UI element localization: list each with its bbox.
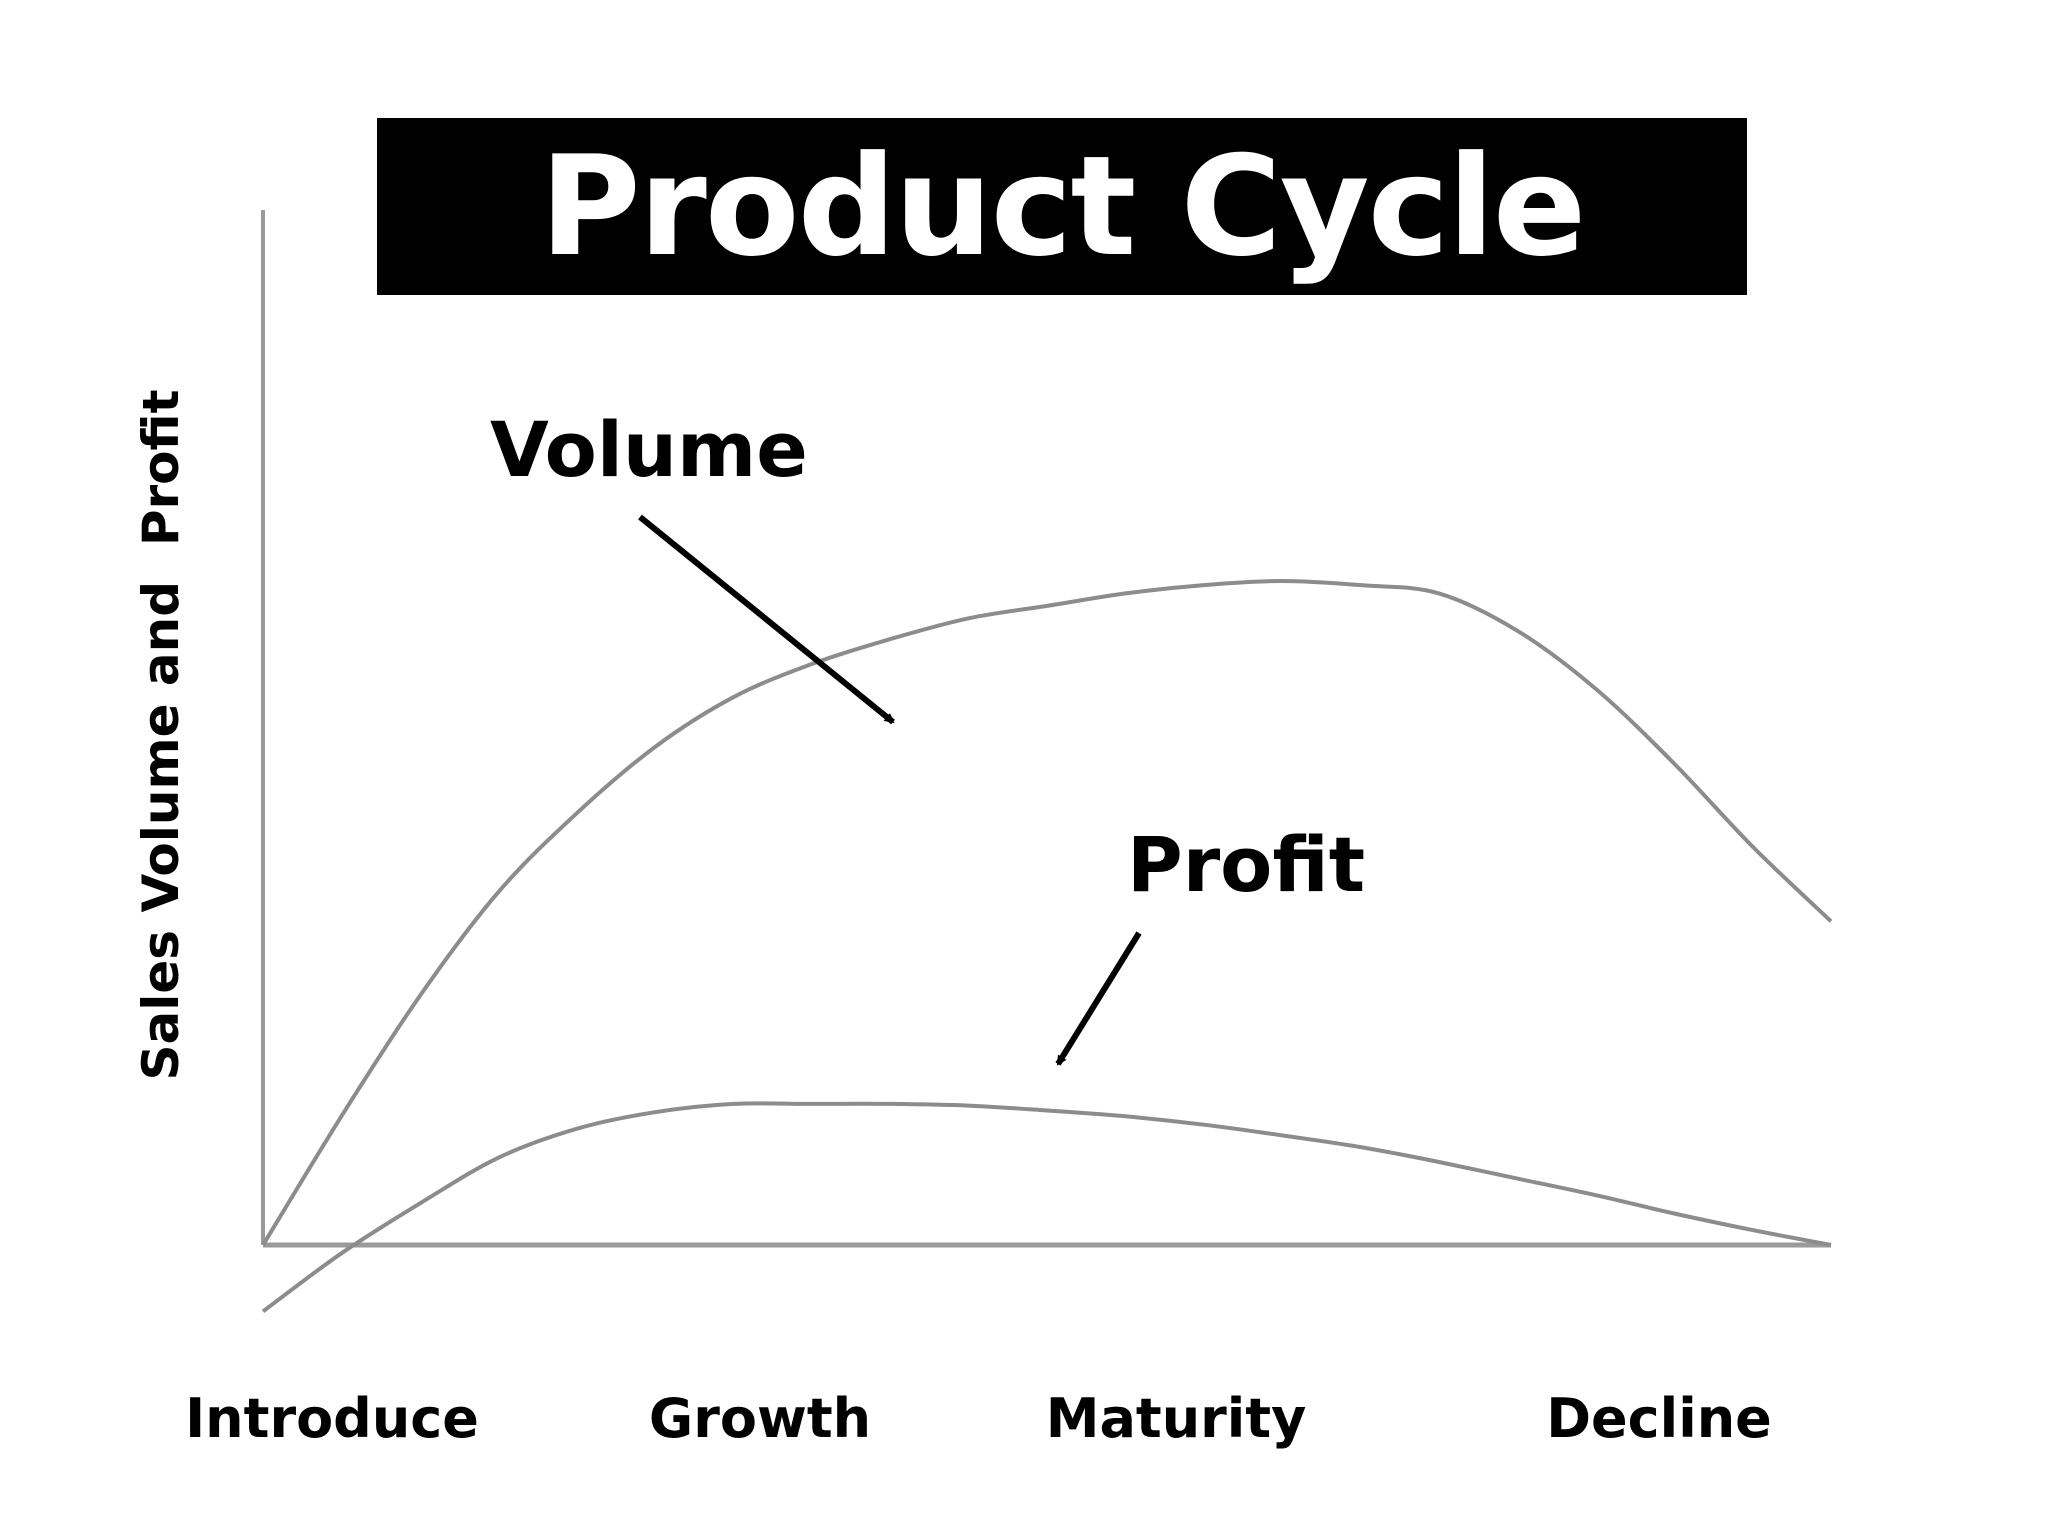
profit-arrow [1055, 931, 1142, 1066]
y-axis-label: Sales Volume and Profit [132, 389, 190, 1081]
volume-arrow [638, 514, 895, 725]
page-title: Product Cycle [539, 125, 1587, 287]
stage-label-growth: Growth [648, 1387, 872, 1450]
stage-label-introduce: Introduce [185, 1387, 479, 1450]
profit-annotation: Profit [1127, 820, 1366, 909]
stage-label-decline: Decline [1546, 1387, 1772, 1450]
stage-label-maturity: Maturity [1045, 1387, 1307, 1450]
title-banner: Product Cycle [377, 118, 1747, 295]
profit-curve [261, 1101, 1832, 1314]
volume-annotation: Volume [490, 405, 808, 494]
volume-curve [261, 578, 1833, 1247]
